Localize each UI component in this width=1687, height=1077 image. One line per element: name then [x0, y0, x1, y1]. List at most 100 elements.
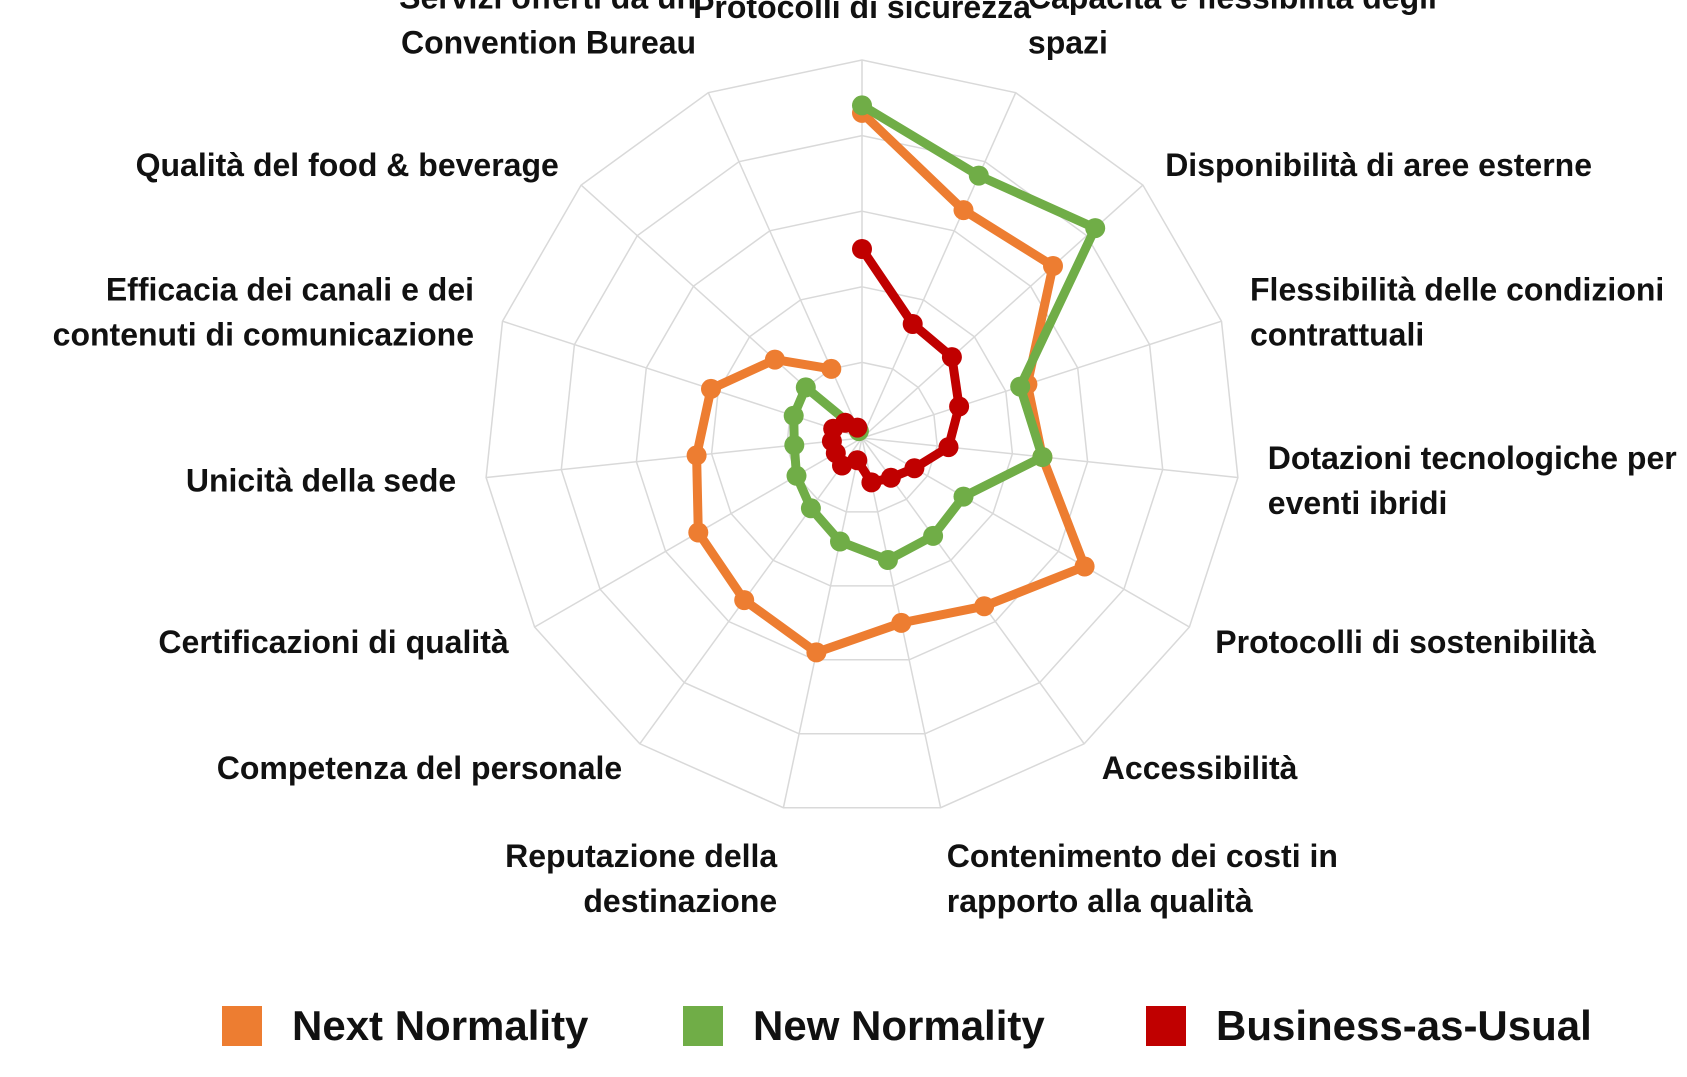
data-point [1032, 447, 1053, 467]
data-point [902, 314, 923, 334]
data-point [891, 612, 912, 633]
legend: Next Normality New Normality Business-as-U… [222, 1002, 1592, 1049]
category-label: Certificazioni di qualità [158, 624, 508, 660]
category-label-line: Dotazioni tecnologiche per [1268, 440, 1677, 476]
category-label-line: spazi [1028, 24, 1108, 60]
category-label-line: Efficacia dei canali e dei [106, 271, 474, 307]
radar-series [686, 95, 1106, 663]
data-point [880, 467, 901, 488]
category-label-line: Competenza del personale [217, 750, 622, 786]
category-label-line: Disponibilità di aree esterne [1165, 147, 1592, 183]
category-label: Efficacia dei canali e dei contenuti di c… [53, 271, 474, 352]
category-label: Qualità del food & beverage [136, 147, 559, 183]
category-label-line: eventi ibridi [1268, 485, 1448, 521]
category-label: Competenza del personale [217, 750, 622, 786]
data-point [1085, 218, 1106, 239]
data-point [783, 405, 804, 426]
grid-ring [710, 286, 1014, 587]
data-point [1074, 556, 1095, 577]
legend-label: Next Normality [292, 1002, 589, 1049]
data-point [821, 358, 842, 379]
data-point [923, 525, 944, 546]
grid-spoke [782, 437, 863, 808]
category-label: Unicità della sede [186, 463, 456, 499]
data-point [734, 590, 755, 611]
category-label: Flessibilità delle condizioni contrattual… [1250, 271, 1664, 352]
data-point [941, 347, 962, 368]
category-label: Accessibilità [1102, 750, 1298, 786]
data-point [847, 417, 868, 438]
data-point [953, 486, 974, 507]
category-label-line: Flessibilità delle condizioni [1250, 271, 1664, 307]
category-label-line: rapporto alla qualità [947, 883, 1253, 919]
category-label: Capacità e flessibilità degli spazi [1028, 0, 1437, 60]
category-label: Reputazione della destinazione [505, 838, 777, 919]
legend-label: New Normality [753, 1002, 1045, 1049]
data-point [974, 596, 995, 617]
category-label-line: Accessibilità [1102, 750, 1298, 786]
data-point [806, 642, 827, 663]
grid-spoke [861, 437, 1085, 745]
data-point [686, 445, 707, 466]
category-label-line: destinazione [583, 883, 777, 919]
category-label: Protocolli di sicurezza [693, 0, 1031, 25]
data-point [800, 498, 821, 519]
category-label-line: contenuti di comunicazione [53, 316, 474, 352]
legend-label: Business-as-Usual [1216, 1002, 1592, 1049]
legend-item: Business-as-Usual [1146, 1002, 1592, 1049]
series-new-normality [783, 95, 1106, 570]
category-label-line: Unicità della sede [186, 463, 456, 499]
data-point [786, 465, 807, 486]
data-point [1043, 256, 1063, 276]
grid-spoke [707, 92, 863, 439]
data-point [1010, 376, 1031, 397]
category-labels: Protocolli di sicurezzaCapacità e flessi… [53, 0, 1677, 919]
grid-spoke [861, 92, 1017, 439]
data-point [852, 95, 872, 116]
category-label-line: Qualità del food & beverage [136, 147, 559, 183]
series-line [789, 100, 1100, 565]
legend-item: Next Normality [222, 1002, 589, 1049]
data-point [784, 435, 805, 456]
category-label-line: Protocolli di sicurezza [693, 0, 1031, 25]
category-label: Dotazioni tecnologiche per eventi ibridi [1268, 440, 1677, 521]
legend-swatch [1146, 1006, 1186, 1046]
category-label-line: Protocolli di sostenibilità [1215, 624, 1596, 660]
data-point [953, 200, 974, 221]
grid-ring [485, 59, 1239, 809]
data-point [877, 550, 898, 570]
data-point [949, 396, 970, 417]
grid-ring [560, 134, 1164, 735]
data-point [938, 437, 959, 458]
data-point [795, 377, 816, 398]
category-label-line: Contenimento dei costi in [947, 838, 1338, 874]
legend-swatch [222, 1006, 262, 1046]
data-point [764, 349, 785, 370]
data-point [904, 458, 925, 479]
category-label-line: Certificazioni di qualità [158, 624, 508, 660]
category-label: Servizi offerti da un Convention Bureau [399, 0, 696, 60]
category-label: Disponibilità di aree esterne [1165, 147, 1592, 183]
category-label-line: Convention Bureau [401, 24, 696, 60]
series-business-as-usual [821, 239, 970, 493]
data-point [688, 522, 709, 543]
legend-item: New Normality [683, 1002, 1045, 1049]
grid-spoke [486, 437, 863, 479]
data-point [701, 378, 721, 399]
category-label: Protocolli di sostenibilità [1215, 624, 1596, 660]
grid-spoke [639, 437, 863, 745]
grid-ring [635, 210, 1089, 661]
legend-swatch [683, 1006, 723, 1046]
data-point [852, 239, 872, 259]
category-label-line: Reputazione della [505, 838, 777, 874]
category-label-line: Servizi offerti da un [399, 0, 696, 15]
data-point [847, 450, 868, 471]
category-label-line: contrattuali [1250, 316, 1424, 352]
grid-spoke [861, 320, 1222, 439]
data-point [861, 472, 882, 493]
data-point [968, 165, 989, 186]
data-point [830, 531, 850, 552]
category-label-line: Capacità e flessibilità degli [1028, 0, 1437, 15]
category-label: Contenimento dei costi in rapporto alla q… [947, 838, 1338, 919]
